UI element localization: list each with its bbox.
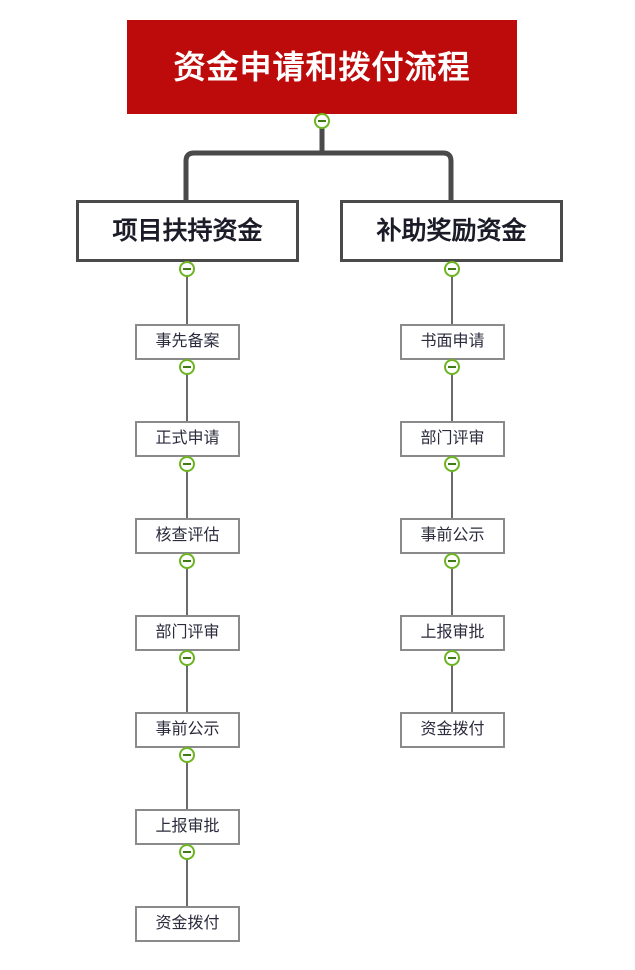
step-node[interactable]: 事先备案 (135, 324, 240, 360)
step-node-label: 正式申请 (155, 430, 220, 447)
step-node[interactable]: 上报审批 (135, 809, 240, 845)
collapse-minus-icon-step[interactable] (444, 456, 460, 472)
step-node[interactable]: 资金拨付 (400, 712, 505, 748)
step-node[interactable]: 事前公示 (400, 518, 505, 554)
step-node-label: 书面申请 (420, 333, 485, 350)
branch-node-project-support-funds[interactable]: 项目扶持资金 (76, 200, 299, 262)
step-node-label: 部门评审 (155, 624, 220, 641)
collapse-minus-icon-step[interactable] (179, 747, 195, 763)
branch-node-label: 项目扶持资金 (112, 216, 263, 245)
step-node[interactable]: 部门评审 (400, 421, 505, 457)
collapse-minus-icon-step[interactable] (179, 844, 195, 860)
collapse-minus-icon-step[interactable] (179, 456, 195, 472)
step-node-label: 部门评审 (420, 430, 485, 447)
step-node-label: 事先备案 (155, 333, 220, 350)
step-node[interactable]: 核查评估 (135, 518, 240, 554)
collapse-minus-icon-root[interactable] (314, 113, 330, 129)
collapse-minus-icon-step[interactable] (444, 650, 460, 666)
collapse-minus-icon-step[interactable] (179, 359, 195, 375)
step-node[interactable]: 正式申请 (135, 421, 240, 457)
collapse-minus-icon-step[interactable] (179, 650, 195, 666)
root-node-title[interactable]: 资金申请和拨付流程 (127, 20, 517, 114)
branch-node-subsidy-award-funds[interactable]: 补助奖励资金 (340, 200, 563, 262)
step-node[interactable]: 部门评审 (135, 615, 240, 651)
step-node-label: 核查评估 (155, 527, 220, 544)
step-node[interactable]: 上报审批 (400, 615, 505, 651)
step-node-label: 资金拨付 (420, 721, 485, 738)
collapse-minus-icon-branch-right[interactable] (444, 261, 460, 277)
root-node-label: 资金申请和拨付流程 (173, 49, 471, 85)
branch-node-label: 补助奖励资金 (376, 216, 527, 245)
collapse-minus-icon-step[interactable] (179, 553, 195, 569)
collapse-minus-icon-step[interactable] (444, 359, 460, 375)
step-node-label: 上报审批 (420, 624, 485, 641)
collapse-minus-icon-step[interactable] (444, 553, 460, 569)
step-node-label: 上报审批 (155, 818, 220, 835)
step-node-label: 事前公示 (155, 721, 220, 738)
step-node-label: 事前公示 (420, 527, 485, 544)
step-node[interactable]: 事前公示 (135, 712, 240, 748)
step-node[interactable]: 书面申请 (400, 324, 505, 360)
collapse-minus-icon-branch-left[interactable] (179, 261, 195, 277)
step-node[interactable]: 资金拨付 (135, 906, 240, 942)
step-node-label: 资金拨付 (155, 915, 220, 932)
